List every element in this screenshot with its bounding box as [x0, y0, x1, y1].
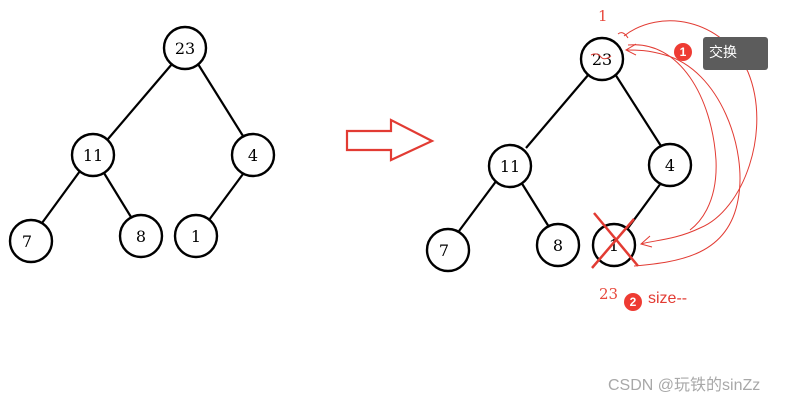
tree-node: 11: [70, 132, 116, 178]
csdn-watermark: CSDN @玩铁的sinZz: [608, 377, 761, 394]
tree-node: 4: [647, 142, 693, 188]
left-tree: 23 11 4 7 8 1: [8, 25, 276, 264]
node-label: 11: [83, 146, 103, 165]
tree-node: 7: [8, 218, 54, 264]
swap-annotations: 1 23: [590, 7, 758, 303]
tree-node: 23: [579, 36, 625, 82]
edge-11-8: [520, 181, 550, 228]
tree-node: 4: [230, 132, 276, 178]
node-label: 8: [553, 236, 563, 255]
tree-node: 7: [425, 227, 471, 273]
node-label: 4: [665, 156, 675, 175]
left-tree-edges: [41, 63, 244, 224]
tree-node: 23: [162, 25, 208, 71]
edge-23-4: [614, 73, 662, 147]
swap-arrowhead-leaf: [639, 235, 653, 248]
node-label: 23: [592, 50, 612, 69]
node-label: 7: [22, 232, 32, 251]
transition-arrow: [345, 118, 435, 162]
tree-node: 8: [535, 222, 581, 268]
edge-23-4: [197, 63, 244, 137]
edge-23-11: [525, 73, 590, 149]
tree-node: 11: [487, 143, 533, 189]
step-two-badge: 2: [624, 293, 642, 311]
tree-node: 8: [118, 213, 164, 259]
tree-node: 1: [173, 213, 219, 259]
right-tree: 23 11 4 7 8 1: [425, 36, 693, 273]
swap-tooltip: 交换: [703, 37, 768, 70]
swap-arrowhead-root: [624, 43, 637, 56]
swap-curve-inner: [625, 49, 741, 267]
edge-23-11: [107, 63, 173, 140]
node-label: 7: [439, 241, 449, 260]
node-label: 8: [136, 227, 146, 246]
node-label: 1: [191, 227, 201, 246]
step-one-badge: 1: [674, 43, 692, 61]
size-decrement-label: size--: [648, 290, 688, 307]
node-label: 1: [609, 236, 619, 255]
node-label: 11: [500, 157, 520, 176]
hook-stroke: [617, 32, 629, 39]
delete-cross-stroke: [591, 218, 635, 269]
node-label: 23: [175, 39, 195, 58]
swap-curve-middle: [627, 44, 717, 231]
edge-4-1: [208, 173, 244, 221]
node-label: 4: [248, 146, 258, 165]
edge-11-8: [103, 172, 132, 218]
edge-11-7: [458, 179, 498, 232]
handwritten-23: 23: [599, 285, 618, 303]
right-tree-edges: [458, 73, 662, 232]
overwrite-stroke: [590, 53, 612, 60]
swap-curve-outer: [623, 20, 758, 245]
edge-11-7: [41, 170, 81, 224]
handwritten-one: 1: [598, 7, 608, 25]
